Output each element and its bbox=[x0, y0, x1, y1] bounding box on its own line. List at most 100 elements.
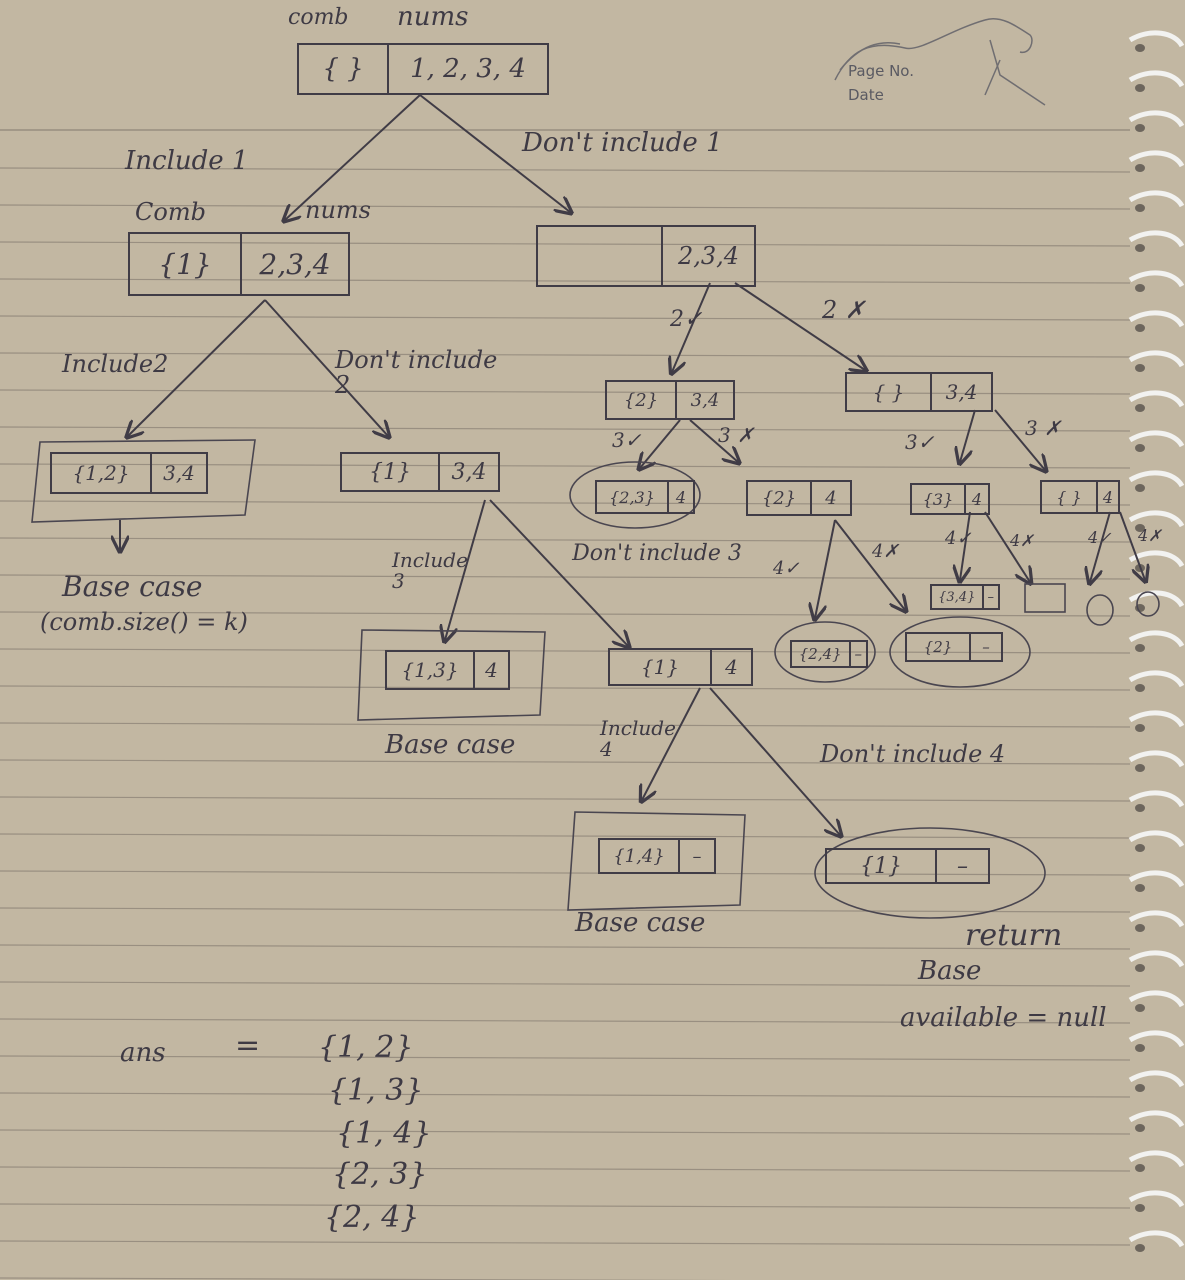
node-34: {3,4} – bbox=[930, 584, 1000, 610]
branch-3-x-a: 3 ✗ bbox=[718, 423, 754, 447]
spiral-hole bbox=[1135, 1164, 1145, 1172]
node-comb-cell: {3,4} bbox=[938, 589, 976, 605]
root-nums-header: nums bbox=[397, 2, 469, 32]
spiral-hole bbox=[1135, 284, 1145, 292]
branch-4-check-c: 4✓ bbox=[1088, 528, 1112, 547]
spiral-ring bbox=[1128, 70, 1185, 88]
edge-4-x-b bbox=[984, 511, 1030, 582]
spiral-hole bbox=[1135, 1204, 1145, 1212]
edge-include-4 bbox=[642, 687, 701, 800]
node-comb-cell: {2,4} bbox=[798, 645, 842, 663]
spiral-hole bbox=[1135, 364, 1145, 372]
node-13-4: {1,3} 4 bbox=[385, 650, 510, 690]
node-comb-cell: {1} bbox=[369, 459, 411, 485]
spiral-hole bbox=[1135, 44, 1145, 52]
edge-dont-include-3 bbox=[489, 499, 628, 646]
node-nums-cell: 3,4 bbox=[930, 374, 991, 410]
spiral-hole bbox=[1135, 244, 1145, 252]
node-comb-cell: {1,4} bbox=[613, 845, 665, 867]
spiral-hole bbox=[1135, 204, 1145, 212]
node-1-4: {1} 4 bbox=[608, 648, 753, 686]
ruled-line bbox=[0, 833, 1131, 839]
node-1-234: {1} 2,3,4 bbox=[128, 232, 350, 296]
node-comb-cell: {1,2} bbox=[72, 461, 130, 485]
spiral-hole bbox=[1135, 484, 1145, 492]
spiral-ring bbox=[1128, 350, 1185, 368]
spiral-ring bbox=[1128, 830, 1185, 848]
dont-include-2-label: Don't include 2 bbox=[335, 346, 498, 400]
base-label: Base bbox=[918, 956, 982, 986]
ruled-line bbox=[0, 463, 1131, 469]
edge-3-check-a bbox=[640, 419, 681, 468]
node-nums-cell: 2,3,4 bbox=[661, 227, 754, 285]
branch-2-check: 2✓ bbox=[670, 307, 703, 332]
node-nums-cell: – bbox=[981, 586, 999, 608]
base-case-1-label: Base case bbox=[62, 570, 203, 603]
spiral-ring bbox=[1128, 470, 1185, 488]
spiral-ring bbox=[1128, 750, 1185, 768]
edge-2-check bbox=[672, 282, 711, 372]
page-no-label: Page No. bbox=[848, 62, 914, 80]
branch-4-x-a: 4✗ bbox=[872, 541, 899, 562]
ruled-line bbox=[0, 1166, 1131, 1172]
spiral-hole bbox=[1135, 164, 1145, 172]
branch-2-x: 2 ✗ bbox=[822, 296, 866, 324]
spiral-hole bbox=[1135, 764, 1145, 772]
ruled-line bbox=[0, 315, 1131, 321]
node-nums-cell: 4 bbox=[810, 482, 850, 514]
spiral-hole bbox=[1135, 84, 1145, 92]
ruled-line bbox=[0, 1055, 1131, 1061]
node-14: {1,4} – bbox=[598, 838, 716, 874]
ruled-line bbox=[0, 1240, 1131, 1246]
spiral-ring bbox=[1128, 1110, 1185, 1128]
node-24: {2,4} – bbox=[790, 640, 868, 668]
tree-edges bbox=[120, 94, 1145, 835]
spiral-hole bbox=[1135, 884, 1145, 892]
ruled-line bbox=[0, 500, 1131, 506]
node-e-34: { } 3,4 bbox=[845, 372, 993, 412]
branch-4-check-a: 4✓ bbox=[773, 558, 800, 579]
edge-include-3 bbox=[445, 499, 486, 640]
dont-include-4-label: Don't include 4 bbox=[820, 740, 1006, 768]
branch-3-x-b: 3 ✗ bbox=[1025, 416, 1061, 440]
spiral-hole bbox=[1135, 124, 1145, 132]
spiral-ring bbox=[1128, 1070, 1185, 1088]
include-1-label: Include 1 bbox=[125, 146, 249, 176]
node-12-34: {1,2} 3,4 bbox=[50, 452, 208, 494]
spiral-hole bbox=[1135, 324, 1145, 332]
spiral-ring bbox=[1128, 630, 1185, 648]
spiral-ring bbox=[1128, 1150, 1185, 1168]
node-comb-cell: {2,3} bbox=[609, 487, 655, 507]
spiral-ring bbox=[1128, 270, 1185, 288]
node-nums-cell: 3,4 bbox=[438, 454, 498, 490]
node-comb-cell: {1} bbox=[860, 853, 902, 879]
ruled-line bbox=[0, 981, 1131, 987]
spiral-ring bbox=[1128, 790, 1185, 808]
ruled-line bbox=[0, 278, 1131, 284]
spiral-hole bbox=[1135, 804, 1145, 812]
ruled-line bbox=[0, 722, 1131, 728]
node-e-4: { } 4 bbox=[1040, 480, 1120, 514]
edge-4-check-b bbox=[960, 511, 970, 580]
spiral-ring bbox=[1128, 870, 1185, 888]
node-empty-234: 2,3,4 bbox=[536, 225, 756, 287]
include-2-label: Include2 bbox=[62, 350, 169, 378]
node-comb-cell: {1,3} bbox=[401, 658, 459, 682]
ruled-line bbox=[0, 352, 1131, 358]
spiral-ring bbox=[1128, 590, 1185, 608]
root-nums-cell: 1, 2, 3, 4 bbox=[387, 45, 547, 93]
spiral-ring bbox=[1128, 390, 1185, 408]
node-nums-cell: 4 bbox=[964, 485, 988, 513]
node-nums-cell: 4 bbox=[1096, 482, 1118, 512]
edge-3-x-a bbox=[689, 419, 738, 462]
answer-list: {1, 2} {1, 3} {1, 4} {2, 3} {2, 4} bbox=[318, 1030, 431, 1235]
ruled-line bbox=[0, 389, 1131, 395]
include-4-label: Include 4 bbox=[600, 716, 676, 761]
ruled-line bbox=[0, 907, 1131, 913]
node-nums-cell: 4 bbox=[667, 482, 693, 512]
edge-include-2 bbox=[128, 299, 266, 436]
node-nums-cell: 4 bbox=[473, 652, 508, 688]
node-nums-cell: – bbox=[969, 634, 1001, 660]
ruled-line bbox=[0, 1092, 1131, 1098]
